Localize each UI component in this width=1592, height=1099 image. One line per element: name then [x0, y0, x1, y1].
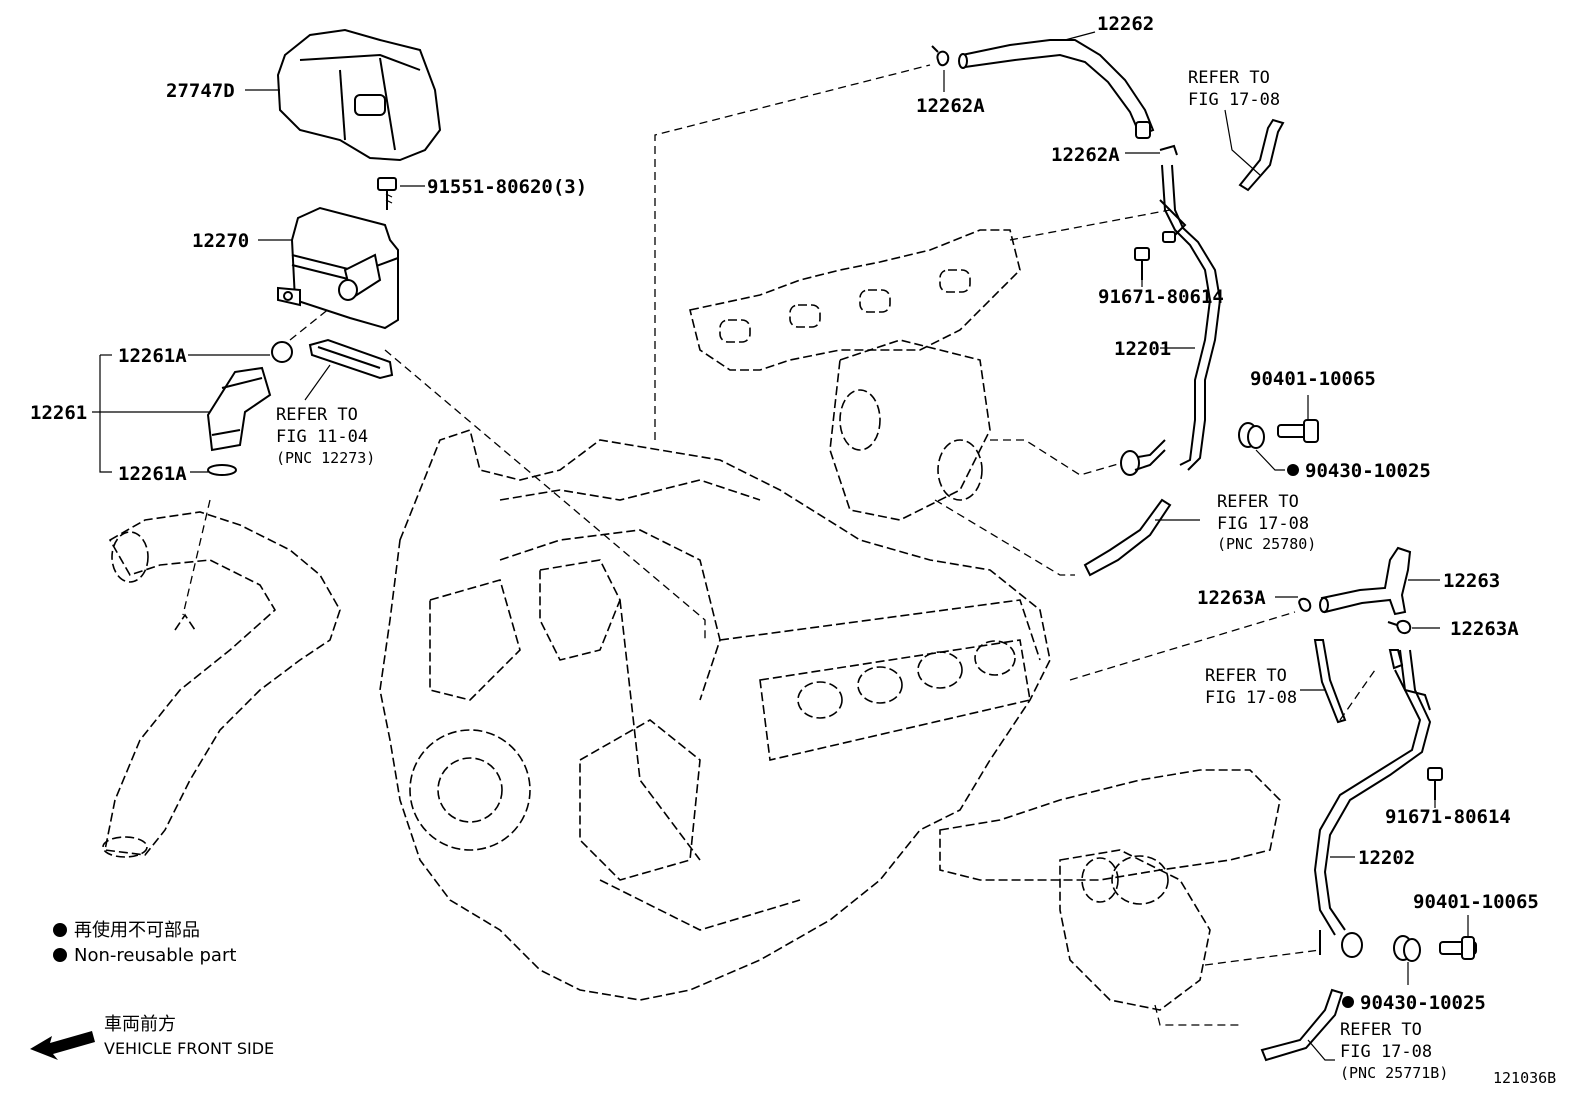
label-12201[interactable]: 12201 [1114, 338, 1171, 360]
label-90401-10065-bottom[interactable]: 90401-10065 [1413, 891, 1539, 913]
label-12262A-mid[interactable]: 12262A [1051, 144, 1120, 166]
label-12202[interactable]: 12202 [1358, 847, 1415, 869]
legend-front-jp: 車両前方 [104, 1014, 176, 1035]
intake-pipe-outline [102, 511, 341, 858]
gasket-icon[interactable] [308, 338, 394, 380]
front-arrow-icon [30, 1031, 95, 1060]
label-refer-17-08-b-line2[interactable]: FIG 17-08 [1217, 514, 1309, 534]
label-12261A-bottom[interactable]: 12261A [118, 463, 187, 485]
part-12270-valve[interactable] [277, 206, 399, 330]
label-12261[interactable]: 12261 [30, 402, 87, 424]
clip-12262A-mid-icon[interactable] [1159, 144, 1178, 156]
label-91671-80614-top[interactable]: 91671-80614 [1098, 286, 1224, 308]
tube-refer-17-08-d [1260, 988, 1344, 1062]
label-refer-17-08-d-line1[interactable]: REFER TO [1340, 1020, 1422, 1040]
clip-12263A-right-icon[interactable] [1387, 620, 1412, 634]
label-refer-17-08-a-line2[interactable]: FIG 17-08 [1188, 90, 1280, 110]
label-90430-10025-top[interactable]: 90430-10025 [1305, 460, 1431, 482]
legend-nonreusable-jp: 再使用不可部品 [74, 920, 200, 941]
exhaust-manifold-right [939, 769, 1281, 1011]
label-90430-10025-bottom[interactable]: 90430-10025 [1360, 992, 1486, 1014]
label-12270[interactable]: 12270 [192, 230, 249, 252]
clip-12263A-left-icon[interactable] [1298, 597, 1312, 612]
bolt-91671-top-icon[interactable] [1134, 231, 1176, 280]
label-refer-11-04-line3[interactable]: (PNC 12273) [276, 449, 375, 467]
tube-refer-17-08-a [1238, 118, 1285, 192]
part-12201-pipe[interactable] [1120, 164, 1222, 476]
clip-12262A-icon[interactable] [931, 45, 950, 67]
legend-nonreusable-en: Non-reusable part [74, 945, 236, 966]
part-12263-hose[interactable] [1319, 546, 1412, 616]
label-refer-17-08-c-line2[interactable]: FIG 17-08 [1205, 688, 1297, 708]
label-12262[interactable]: 12262 [1097, 13, 1154, 35]
tube-refer-17-08-c [1313, 639, 1347, 724]
label-refer-17-08-b-line3[interactable]: (PNC 25780) [1217, 535, 1316, 553]
bolt-91671-bottom-icon[interactable] [1427, 767, 1443, 800]
label-91551-80620[interactable]: 91551-80620(3) [427, 176, 587, 198]
engine-block-outline [379, 428, 1051, 1001]
label-12261A-top[interactable]: 12261A [118, 345, 187, 367]
label-12263A-left[interactable]: 12263A [1197, 587, 1266, 609]
washer-90430-top-icon[interactable] [1238, 422, 1265, 449]
label-refer-17-08-c-line1[interactable]: REFER TO [1205, 666, 1287, 686]
part-27747D-cover[interactable] [276, 28, 442, 162]
label-12262A-top[interactable]: 12262A [916, 95, 985, 117]
nonreusable-dot-b [1342, 996, 1354, 1008]
label-refer-17-08-a-line1[interactable]: REFER TO [1188, 68, 1270, 88]
label-refer-17-08-d-line3[interactable]: (PNC 25771B) [1340, 1064, 1448, 1082]
part-12262-hose[interactable] [958, 39, 1155, 139]
label-91671-80614-bottom[interactable]: 91671-80614 [1385, 806, 1511, 828]
label-refer-11-04-line2[interactable]: FIG 11-04 [276, 427, 368, 447]
part-12261-hose[interactable] [206, 341, 293, 476]
bolt-90401-top-icon[interactable] [1277, 419, 1319, 443]
assembly-dash-lines [182, 64, 1376, 1026]
legend: 再使用不可部品 Non-reusable part 車両前方 VEHICLE F… [30, 920, 274, 1060]
label-90401-10065-top[interactable]: 90401-10065 [1250, 368, 1376, 390]
figure-code: 121036B [1493, 1069, 1556, 1087]
legend-dot-icon [53, 923, 67, 937]
part-number-labels: 27747D 91551-80620(3) 12270 12261A 12261… [30, 13, 1556, 1087]
label-12263[interactable]: 12263 [1443, 570, 1500, 592]
label-refer-11-04-line1[interactable]: REFER TO [276, 405, 358, 425]
legend-front-en: VEHICLE FRONT SIDE [104, 1039, 274, 1058]
label-27747D[interactable]: 27747D [166, 80, 235, 102]
legend-dot-icon [53, 948, 67, 962]
tube-refer-17-08-b [1083, 498, 1172, 577]
part-12202-pipe[interactable] [1313, 649, 1432, 958]
label-refer-17-08-d-line2[interactable]: FIG 17-08 [1340, 1042, 1432, 1062]
nonreusable-dot-a [1287, 464, 1299, 476]
label-refer-17-08-b-line1[interactable]: REFER TO [1217, 492, 1299, 512]
bolt-90401-bottom-icon[interactable] [1439, 936, 1477, 960]
label-12263A-right[interactable]: 12263A [1450, 618, 1519, 640]
washer-90430-bottom-icon[interactable] [1393, 935, 1421, 962]
bolt-91551-icon[interactable] [377, 177, 397, 210]
exhaust-manifold-left [689, 229, 1021, 521]
